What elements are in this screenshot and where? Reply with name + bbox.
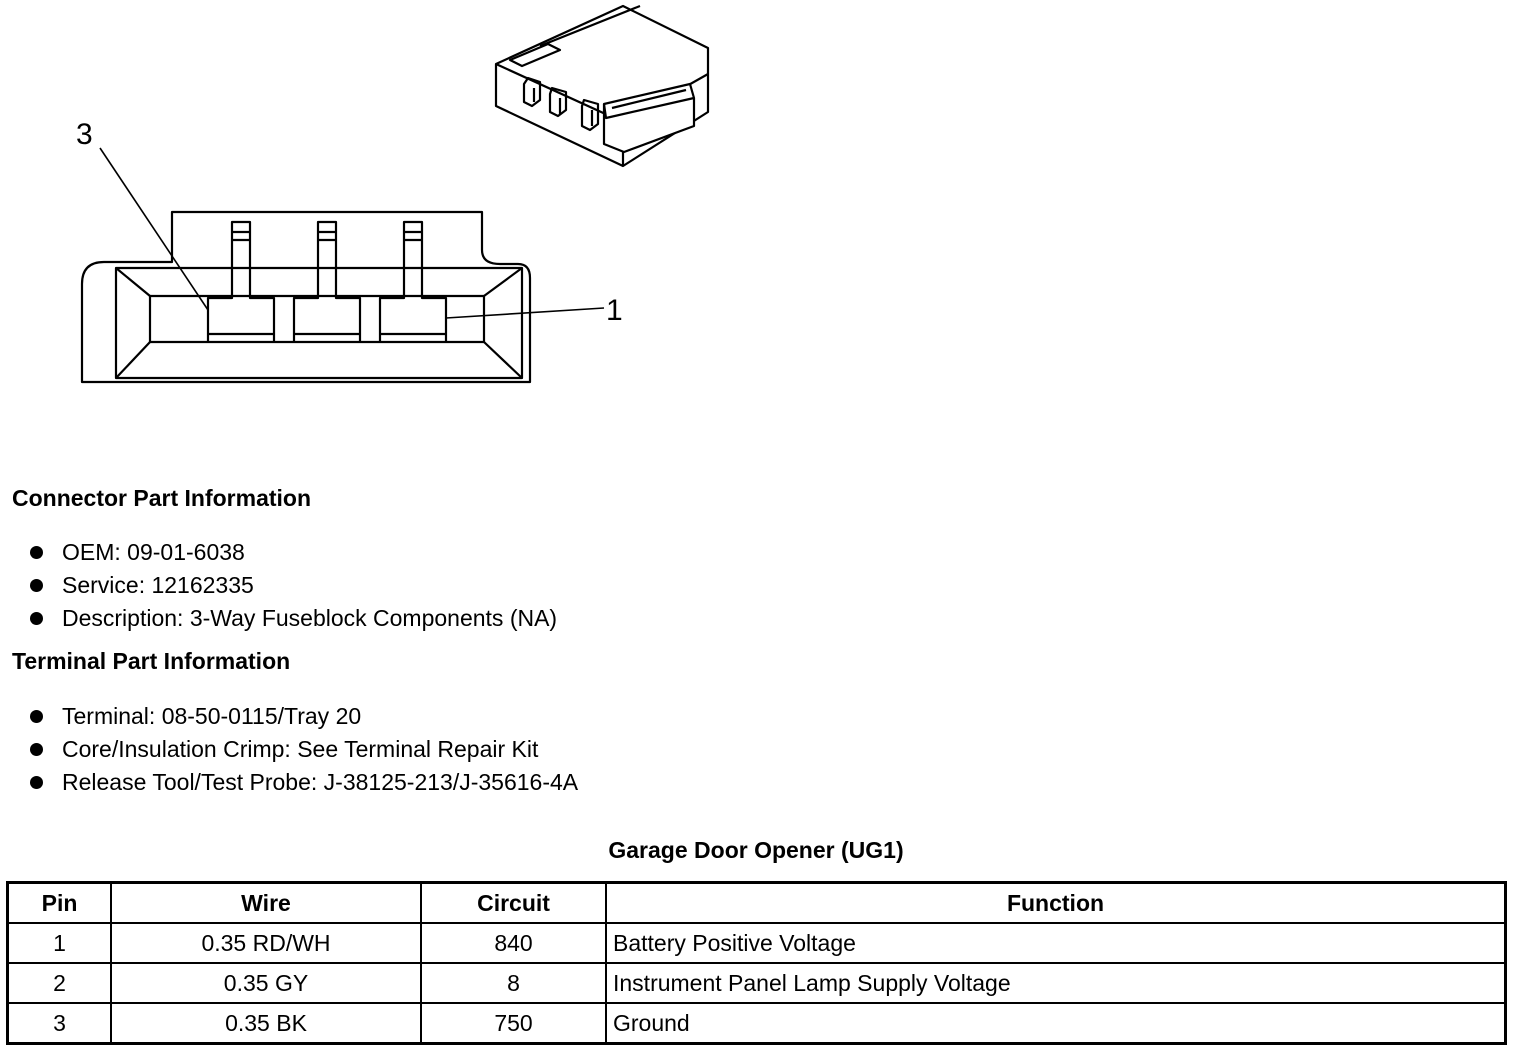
cell-circuit: 750: [420, 1002, 607, 1045]
pinout-table: Pin Wire Circuit Function 1 0.35 RD/WH 8…: [6, 881, 1507, 1045]
cell-wire: 0.35 GY: [110, 962, 422, 1004]
cell-pin: 2: [6, 962, 112, 1004]
cell-pin: 3: [6, 1002, 112, 1045]
cell-pin: 1: [6, 922, 112, 964]
table-header-row: Pin Wire Circuit Function: [6, 881, 1507, 924]
cell-circuit: 8: [420, 962, 607, 1004]
list-item: Service: 12162335: [0, 571, 557, 604]
terminal-info-heading: Terminal Part Information: [12, 648, 291, 674]
callout-pin-3: 3: [76, 118, 93, 151]
cell-wire: 0.35 RD/WH: [110, 922, 422, 964]
connector-face-view: [80, 147, 605, 384]
list-item: OEM: 09-01-6038: [0, 538, 557, 571]
table-row: 1 0.35 RD/WH 840 Battery Positive Voltag…: [6, 922, 1507, 964]
header-circuit: Circuit: [420, 881, 607, 924]
header-function: Function: [605, 881, 1507, 924]
callout-pin-1: 1: [606, 294, 623, 327]
cell-function: Instrument Panel Lamp Supply Voltage: [605, 962, 1507, 1004]
connector-isometric-view: [494, 4, 710, 168]
connector-info-heading: Connector Part Information: [12, 485, 312, 511]
cell-function: Ground: [605, 1002, 1507, 1045]
list-item: Release Tool/Test Probe: J-38125-213/J-3…: [0, 768, 578, 801]
list-item: Core/Insulation Crimp: See Terminal Repa…: [0, 735, 578, 768]
table-row: 3 0.35 BK 750 Ground: [6, 1002, 1507, 1045]
cell-function: Battery Positive Voltage: [605, 922, 1507, 964]
header-wire: Wire: [110, 881, 422, 924]
connector-diagram: 3 1: [76, 4, 710, 384]
table-row: 2 0.35 GY 8 Instrument Panel Lamp Supply…: [6, 962, 1507, 1004]
connector-info-list: OEM: 09-01-6038 Service: 12162335 Descri…: [0, 538, 557, 637]
cell-circuit: 840: [420, 922, 607, 964]
table-title: Garage Door Opener (UG1): [608, 837, 904, 863]
cell-wire: 0.35 BK: [110, 1002, 422, 1045]
header-pin: Pin: [6, 881, 112, 924]
list-item: Terminal: 08-50-0115/Tray 20: [0, 702, 578, 735]
terminal-info-list: Terminal: 08-50-0115/Tray 20 Core/Insula…: [0, 702, 578, 801]
list-item: Description: 3-Way Fuseblock Components …: [0, 604, 557, 637]
